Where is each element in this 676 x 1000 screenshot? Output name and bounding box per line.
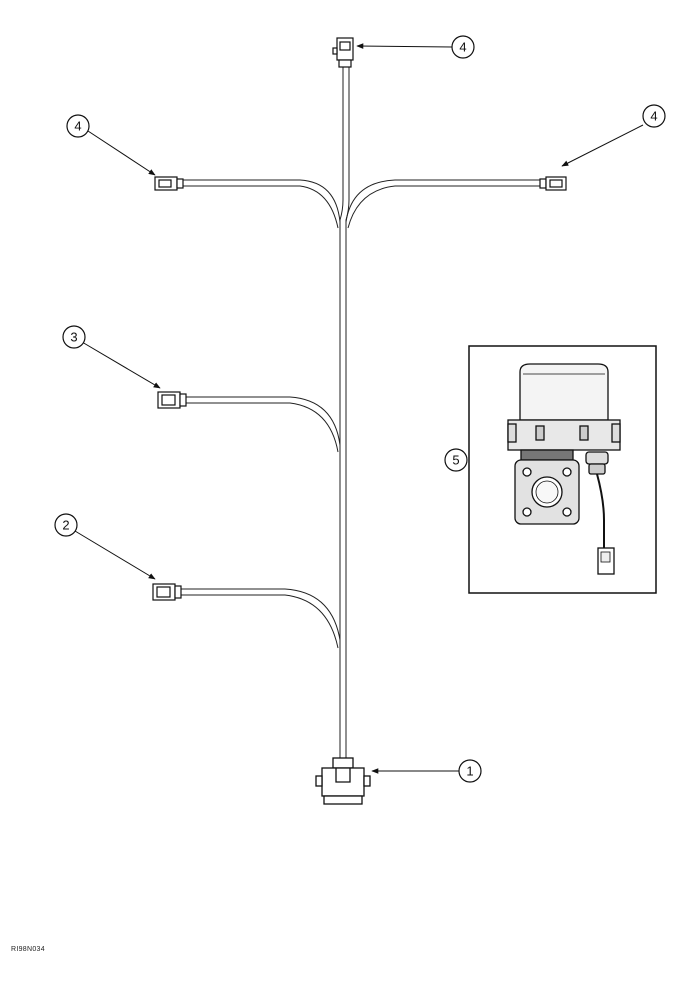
leader-lower-left — [74, 530, 156, 580]
leader-arrows — [74, 43, 644, 774]
callout-bottom: 1 — [458, 759, 482, 783]
connector-middle-left — [157, 391, 187, 409]
branch-upper-left — [182, 179, 341, 229]
figure-id: RI98N034 — [11, 946, 45, 953]
callout-top: 4 — [451, 35, 475, 59]
callout-lower-left: 2 — [54, 513, 78, 537]
connector-lower-left — [152, 583, 182, 601]
branch-middle-left — [185, 396, 341, 453]
callout-inset-label: 5 — [452, 453, 459, 468]
callout-middle-left: 3 — [62, 325, 86, 349]
solenoid-valve-illustration — [507, 363, 621, 575]
callout-upper-left: 4 — [66, 114, 90, 138]
connector-upper-right — [539, 176, 567, 191]
branch-lower-left — [180, 588, 341, 649]
callout-bottom-label: 1 — [466, 764, 473, 779]
callout-top-label: 4 — [459, 40, 466, 55]
leader-top — [356, 43, 453, 49]
connector-bottom-main — [315, 757, 371, 805]
leader-middle-left — [81, 341, 161, 389]
callout-upper-right-label: 4 — [650, 109, 657, 124]
connector-upper-left — [154, 176, 184, 191]
branch-upper-right — [345, 179, 540, 229]
callout-upper-left-label: 4 — [74, 119, 81, 134]
harness-trunk — [339, 66, 350, 760]
callout-lower-left-label: 2 — [62, 518, 69, 533]
callout-inset: 5 — [444, 448, 468, 472]
connector-top — [332, 37, 354, 68]
callout-upper-right: 4 — [642, 104, 666, 128]
leader-upper-left — [87, 130, 156, 176]
callout-middle-left-label: 3 — [70, 330, 77, 345]
leader-upper-right — [561, 124, 644, 167]
